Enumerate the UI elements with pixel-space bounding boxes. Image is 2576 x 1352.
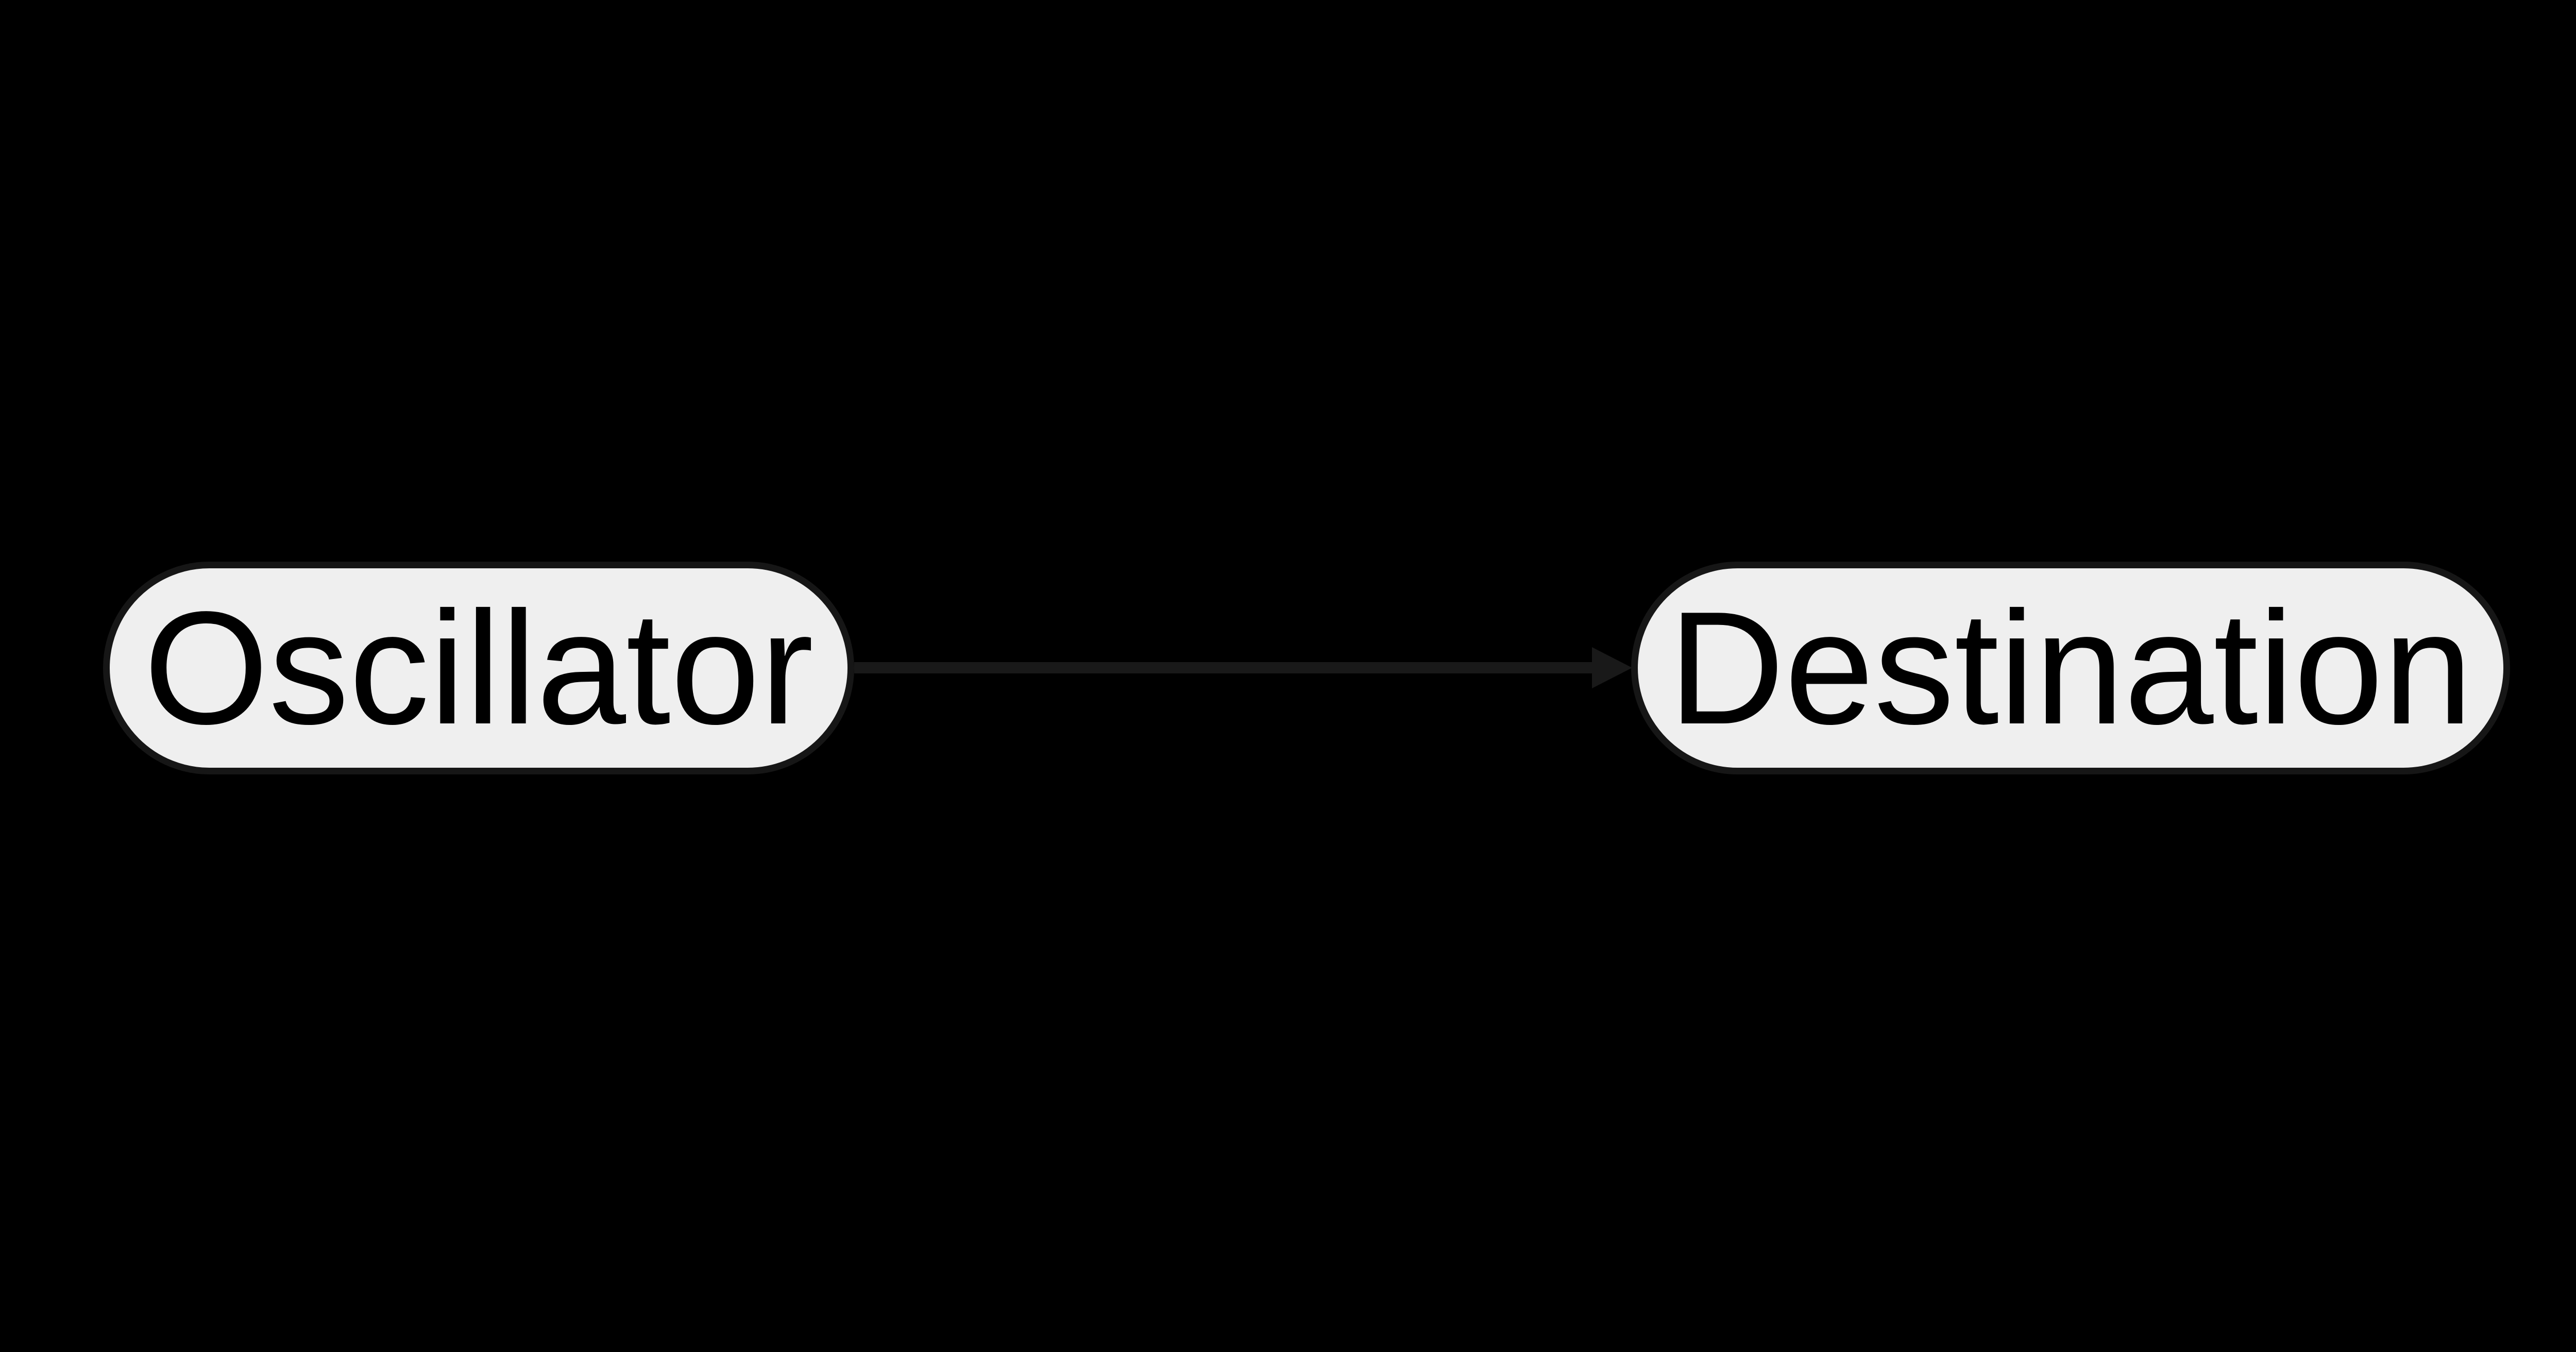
node-oscillator-label: Oscillator <box>143 578 814 758</box>
node-destination-label: Destination <box>1668 578 2473 758</box>
edge-line-oscillator-to-destination <box>854 662 1592 673</box>
arrowhead-icon <box>1592 647 1632 688</box>
node-destination: Destination <box>1631 562 2510 774</box>
node-oscillator: Oscillator <box>103 562 854 774</box>
